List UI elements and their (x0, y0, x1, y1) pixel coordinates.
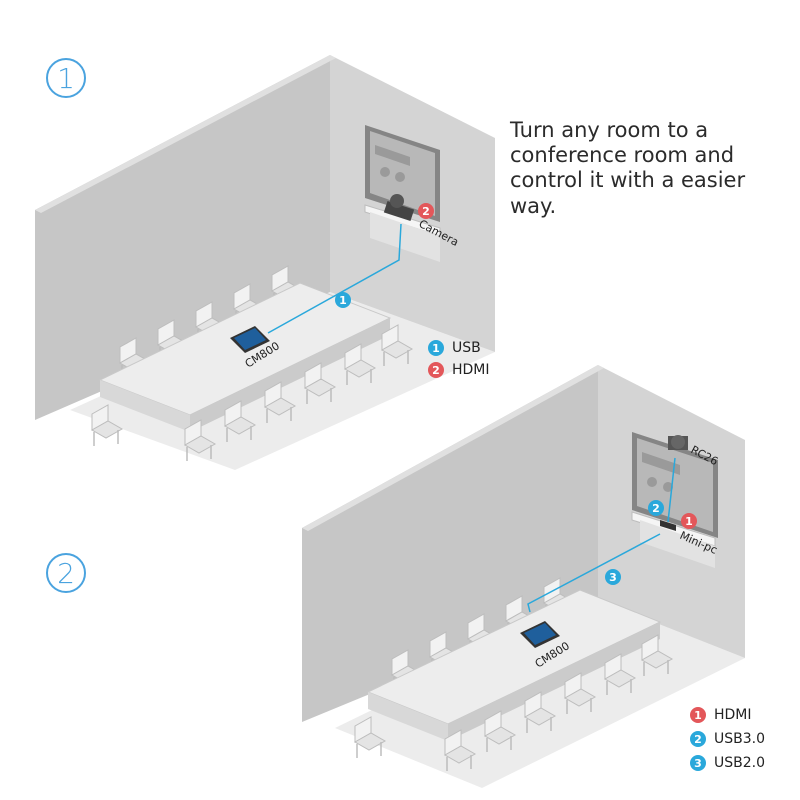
room-1: CM800 Camera 1 2 (35, 55, 495, 470)
svg-text:3: 3 (609, 571, 617, 584)
room-1-camera (383, 194, 415, 222)
room-1-wall-top (35, 55, 336, 213)
legend-item-hdmi: 1 HDMI (690, 703, 765, 727)
room-2-legend: 1 HDMI 2 USB3.0 3 USB2.0 (690, 703, 765, 775)
room-1-marker-hdmi: 2 (418, 203, 434, 219)
room-2-marker-usb2: 3 (605, 569, 621, 585)
legend-item-usb: 1 USB (428, 337, 490, 359)
room-1-left-wall (35, 55, 330, 420)
svg-text:2: 2 (422, 205, 430, 218)
room-2: CM800 RC26 Mini-pc 1 2 3 (302, 365, 745, 788)
legend-item-usb3: 2 USB3.0 (690, 727, 765, 751)
room-2-minipc (660, 520, 676, 531)
room-1-panel-cm800 (230, 326, 270, 353)
room-2-panel-cm800 (520, 621, 560, 648)
room-2-marker-usb3: 2 (648, 500, 664, 516)
room-2-camera-rc26 (668, 435, 688, 450)
room-2-marker-hdmi: 1 (681, 513, 697, 529)
step-1-badge: 1 (46, 58, 86, 98)
headline: Turn any room to a conference room and c… (510, 118, 746, 218)
room-1-marker-usb: 1 (335, 292, 351, 308)
room-2-wall-top (302, 365, 604, 531)
room-1-legend: 1 USB 2 HDMI (428, 337, 490, 381)
room-1-usb-cable (267, 223, 402, 334)
room-2-usb3-cable (667, 457, 676, 523)
room-2-usb2-cable (527, 533, 661, 613)
legend-item-usb2: 3 USB2.0 (690, 751, 765, 775)
svg-text:2: 2 (652, 502, 660, 515)
legend-item-hdmi: 2 HDMI (428, 359, 490, 381)
room-1-tv (365, 125, 440, 222)
svg-text:1: 1 (339, 294, 347, 307)
svg-text:1: 1 (685, 515, 693, 528)
room-2-left-wall (302, 365, 598, 722)
step-2-badge: 2 (46, 553, 86, 593)
